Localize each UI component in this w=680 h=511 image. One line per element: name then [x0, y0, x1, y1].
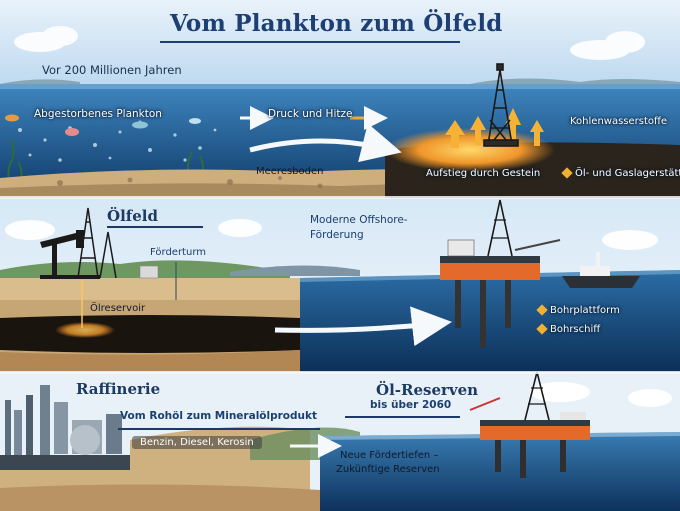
pressure-heat-label: Druck und Hitze [268, 108, 353, 120]
heading-underline [107, 226, 203, 228]
drilling-rig-icon [483, 63, 519, 147]
platform-label: Bohrplattform [536, 304, 620, 316]
reserves-heading: Öl-Reserven [376, 381, 479, 399]
flow-arrow [274, 306, 452, 347]
section-prehistoric-sea [0, 0, 680, 200]
section-refinery-reserves [0, 371, 680, 511]
refinery-icon [0, 385, 140, 470]
cloud-decoration [5, 219, 658, 250]
bullet-icon [536, 304, 548, 316]
pumpjack-icon [40, 230, 100, 279]
plankton-particles [18, 120, 217, 162]
product-label: Vom Rohöl zum Mineralölprodukt [120, 410, 318, 422]
title-underline [160, 41, 460, 43]
offshore-platform-icon [469, 371, 590, 478]
page-title: Vom Plankton zum Ölfeld [170, 10, 503, 37]
seabed-label: Meeresboden [256, 166, 324, 177]
section-divider [0, 196, 680, 199]
plankton-label: Abgestorbenes Plankton [34, 108, 162, 120]
new-depths-line2: Zukünftige Reserven [336, 464, 440, 475]
oilfield-heading: Ölfeld [107, 207, 158, 225]
reservoir-label: Ölreservoir [90, 303, 146, 314]
cloud-decoration [530, 382, 672, 407]
derrick-icon [77, 207, 117, 279]
reserves-underline [345, 416, 460, 418]
product-underline [118, 428, 320, 430]
hydrocarbons-label: Kohlenwasserstoffe [570, 116, 668, 127]
flow-arrow [249, 123, 402, 163]
refinery-heading: Raffinerie [76, 380, 161, 398]
cloud-decoration [14, 26, 645, 60]
drill-ship-label: Bohrschiff [536, 323, 600, 335]
drilling-ship-icon [562, 252, 640, 288]
star-icon [561, 167, 573, 179]
offshore-platform-icon [440, 199, 561, 348]
bullet-icon [536, 323, 548, 335]
fuels-label: Benzin, Diesel, Kerosin [132, 436, 262, 449]
deposit-label: Öl- und Gaslagerstätte [561, 167, 680, 179]
rising-hydrocarbon-arrows [445, 108, 544, 148]
reserves-subtitle: bis über 2060 [370, 399, 452, 411]
era-label: Vor 200 Millionen Jahren [42, 63, 182, 77]
derrick-label: Förderturm [150, 247, 206, 258]
offshore-label-line2: Förderung [310, 229, 364, 241]
fish-icon [5, 114, 201, 136]
pebbles [57, 176, 323, 189]
offshore-label-line1: Moderne Offshore- [310, 214, 408, 226]
section-divider [0, 371, 680, 374]
new-depths-line1: Neue Fördertiefen – [340, 450, 439, 461]
rise-through-rock-label: Aufstieg durch Gestein [426, 168, 541, 179]
